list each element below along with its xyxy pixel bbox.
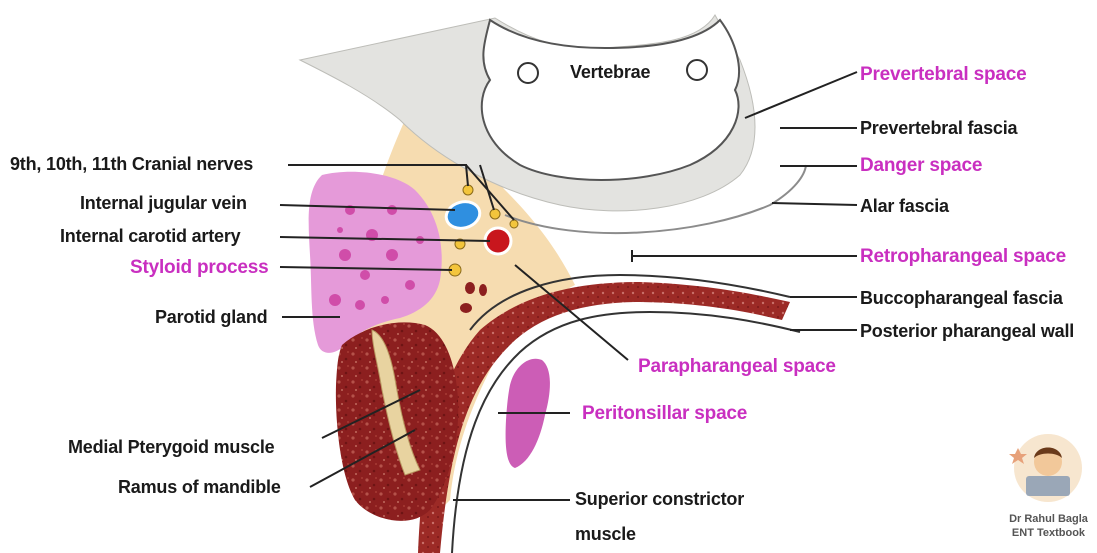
- vertebral-body-shape: [482, 20, 739, 180]
- author-credit: Dr Rahul Bagla ENT Textbook: [1000, 512, 1097, 540]
- internal-jugular-vein-label: Internal jugular vein: [80, 194, 247, 212]
- author-name: Dr Rahul Bagla: [1000, 512, 1097, 526]
- foramen-left-shape: [518, 63, 538, 83]
- prevertebral-space-label: Prevertebral space: [860, 65, 1026, 84]
- internal-carotid-artery-label: Internal carotid artery: [60, 227, 240, 245]
- author-avatar: [1009, 434, 1082, 502]
- parapharangeal-space-label: Parapharangeal space: [638, 357, 836, 376]
- ramus-of-mandible-label: Ramus of mandible: [118, 478, 281, 496]
- prevertebral-fascia-label: Prevertebral fascia: [860, 119, 1017, 137]
- retropharangeal-space-label: Retropharangeal space: [860, 247, 1066, 266]
- peritonsillar-space-label: Peritonsillar space: [582, 404, 747, 423]
- cranial-nerves-label: 9th, 10th, 11th Cranial nerves: [10, 155, 253, 173]
- foramen-right-shape: [687, 60, 707, 80]
- medial-pterygoid-muscle-label: Medial Pterygoid muscle: [68, 438, 274, 456]
- posterior-pharangeal-wall-label: Posterior pharangeal wall: [860, 322, 1074, 340]
- styloid-process-label: Styloid process: [130, 258, 269, 277]
- buccopharangeal-fascia-label: Buccopharangeal fascia: [860, 289, 1063, 307]
- superior-constrictor-label-line2: muscle: [575, 525, 636, 543]
- superior-constrictor-label-line1: Superior constrictor: [575, 490, 744, 508]
- parotid-gland-label: Parotid gland: [155, 308, 267, 326]
- alar-fascia-label: Alar fascia: [860, 197, 949, 215]
- danger-space-label: Danger space: [860, 156, 982, 175]
- vertebrae-label: Vertebrae: [570, 63, 650, 81]
- book-name: ENT Textbook: [1000, 526, 1097, 540]
